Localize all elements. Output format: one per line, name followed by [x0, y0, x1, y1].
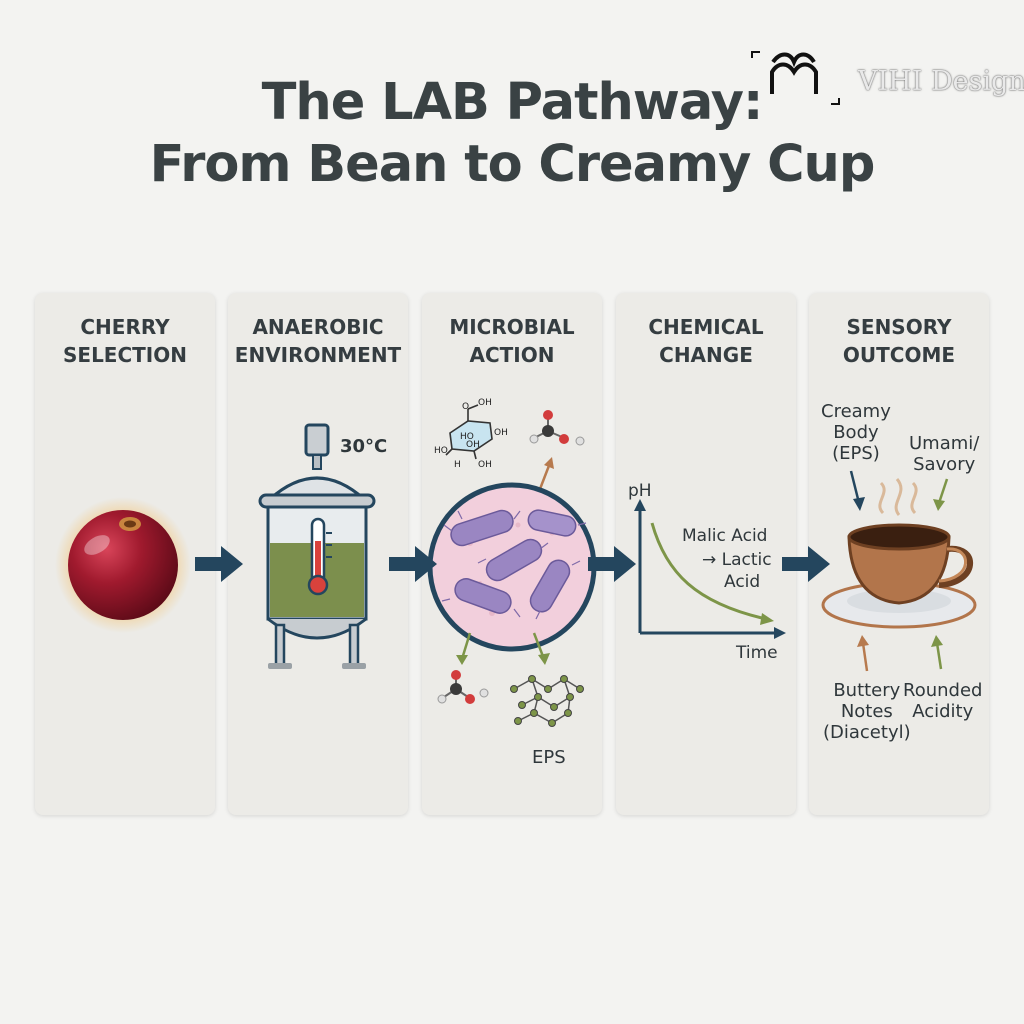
reaction-line-3: Acid	[724, 572, 761, 592]
diacetyl-molecule-icon	[437, 670, 489, 704]
stage-chemical-change: CHEMICAL CHANGE pH Time Malic Acid → Lac…	[616, 293, 796, 815]
sugar-label: O	[462, 402, 469, 412]
coffee-surface	[847, 523, 951, 551]
x-axis-label: Time	[736, 643, 778, 663]
title-line-1: The LAB Pathway:	[261, 73, 764, 132]
stage-title: CHERRY SELECTION	[63, 315, 187, 367]
ph-trend-curve	[650, 522, 767, 621]
temperature-label: 30°C	[340, 436, 388, 457]
stage-cherry-selection: CHERRY SELECTION	[35, 293, 215, 815]
acid-molecule-icon	[529, 410, 585, 446]
ph-graph	[634, 499, 786, 639]
sugar-label: OH	[478, 460, 492, 470]
flow-arrow-1	[195, 546, 243, 582]
sugar-label: OH	[494, 428, 508, 438]
eps-network-icon	[510, 675, 584, 727]
stage-title: MICROBIAL ACTION	[449, 315, 575, 367]
stage-title: CHEMICAL CHANGE	[648, 315, 764, 367]
bacteria-icon	[450, 509, 577, 614]
sugar-label: HO	[460, 432, 474, 442]
brand-logo	[751, 51, 840, 105]
brand-name: VIHI Design	[858, 66, 1024, 97]
coffee-cup-illustration	[821, 470, 977, 672]
buttery-notes-label: Buttery Notes (Diacetyl)	[823, 680, 911, 743]
umami-label: Umami/ Savory	[909, 433, 980, 475]
cherry-icon	[68, 510, 178, 620]
cherry-illustration	[55, 497, 191, 633]
title-line-2: From Bean to Creamy Cup	[149, 135, 876, 194]
sugar-label: OH	[466, 440, 480, 450]
sugar-label: H	[454, 460, 461, 470]
tank-illustration	[258, 423, 376, 669]
stage-title: SENSORY OUTCOME	[842, 315, 956, 367]
sugar-label: OH	[478, 398, 492, 408]
rounded-acidity-label: Rounded Acidity	[903, 680, 983, 722]
stage-anaerobic-environment: ANAEROBIC ENVIRONMENT 30°C	[228, 293, 408, 815]
sugar-label: HO	[434, 446, 448, 456]
page-title: The LAB Pathway: From Bean to Creamy Cup	[0, 74, 1024, 198]
flow-arrow-2	[389, 546, 437, 582]
tank-valve	[304, 423, 330, 457]
reaction-line-1: Malic Acid	[682, 526, 768, 546]
eps-label: EPS	[532, 747, 566, 768]
stage-title: ANAEROBIC ENVIRONMENT	[234, 315, 402, 367]
stage-sensory-outcome: SENSORY OUTCOME Creamy Body (EPS) Umami/	[809, 293, 989, 815]
y-axis-label: pH	[628, 481, 652, 501]
glucose-molecule-icon	[445, 404, 493, 460]
steam-icon	[878, 478, 918, 516]
microbe-illustration: O OH HO OH OH HO H OH	[427, 398, 597, 727]
reaction-line-2: → Lactic	[702, 550, 772, 570]
flow-arrow-4	[782, 546, 830, 582]
creamy-body-label: Creamy Body (EPS)	[821, 401, 891, 464]
coffee-cup-icon	[847, 535, 951, 605]
stage-microbial-action: MICROBIAL ACTION O OH HO OH OH HO H OH	[422, 293, 602, 815]
flow-arrow-3	[588, 546, 636, 582]
